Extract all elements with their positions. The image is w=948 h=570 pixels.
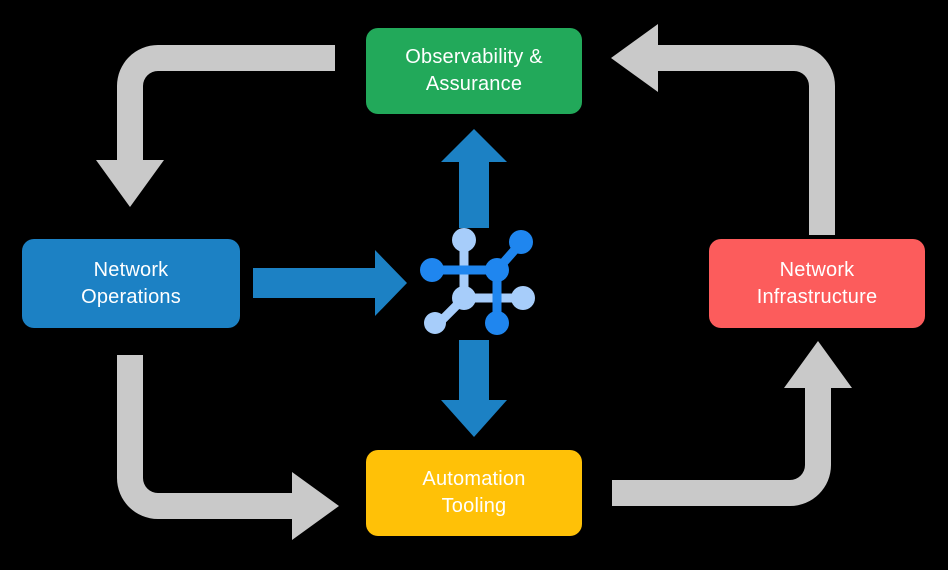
node-network-operations[interactable]: Network Operations: [22, 239, 240, 328]
node-operations-label: Network Operations: [81, 258, 181, 308]
arrow-operations-to-center: [253, 250, 407, 316]
node-mid-light: [452, 286, 476, 310]
node-automation-label: Automation Tooling: [422, 468, 526, 517]
node-network-infrastructure[interactable]: Network Infrastructure: [709, 239, 925, 328]
node-automation-tooling[interactable]: Automation Tooling: [366, 450, 582, 536]
node-top-light: [452, 228, 476, 252]
node-bottom-left-light: [424, 312, 446, 334]
node-observability-assurance[interactable]: Observability & Assurance: [366, 28, 582, 114]
node-hub-dark: [485, 258, 509, 282]
arrow-center-to-automation: [441, 340, 507, 437]
arrow-observability-to-operations: [96, 45, 335, 207]
arrow-infrastructure-to-observability: [611, 24, 835, 235]
node-bottom-dark: [485, 311, 509, 335]
node-right-light: [511, 286, 535, 310]
arrow-operations-to-automation: [117, 355, 339, 540]
node-infrastructure-label: Network Infrastructure: [756, 258, 878, 308]
node-top-right-dark: [509, 230, 533, 254]
arrow-automation-to-infrastructure: [612, 341, 852, 506]
network-topology-icon: [420, 228, 535, 335]
node-observability-label: Observability & Assurance: [405, 46, 543, 95]
node-left-dark: [420, 258, 444, 282]
arrow-center-to-observability: [441, 129, 507, 228]
